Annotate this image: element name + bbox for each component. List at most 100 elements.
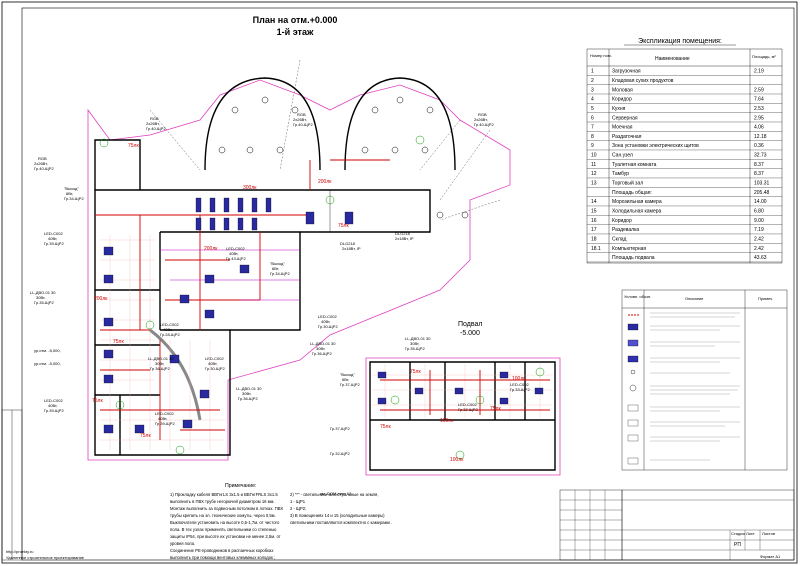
row-name: Кладовая сухих продуктов bbox=[612, 78, 674, 84]
explication-title: Экспликация помещения: bbox=[638, 38, 722, 45]
row-name: Склад bbox=[612, 237, 627, 243]
annotation: Гр.28-ЩР2 bbox=[160, 332, 180, 337]
annotation: 30Вт, bbox=[36, 295, 45, 300]
row-area: 2.53 bbox=[754, 106, 764, 112]
lamp bbox=[182, 419, 193, 429]
annotation: Гр.39-ЩР2 bbox=[155, 421, 175, 426]
annotation: см. DOM лист 13 bbox=[320, 491, 352, 496]
annotation: 30Вт, bbox=[242, 391, 251, 396]
row-num: 7 bbox=[591, 125, 594, 131]
row-num: 14 bbox=[591, 199, 597, 205]
annotation: RGB bbox=[38, 156, 47, 161]
lamp bbox=[103, 274, 114, 284]
building-contour bbox=[87, 79, 511, 461]
annotations: LED-C002 40Вт, Гр.39-ЩР2 LL-ДВО-01 30 30… bbox=[30, 112, 494, 426]
row-num: 10 bbox=[591, 153, 597, 159]
annotation: 2х18Вт, IP bbox=[395, 236, 414, 241]
main-walls bbox=[94, 189, 431, 456]
lamp bbox=[204, 274, 215, 284]
annotation: 40Вт, bbox=[48, 236, 57, 241]
annotation: 40Вт, bbox=[321, 319, 330, 324]
lamp bbox=[377, 397, 387, 405]
lamp bbox=[454, 387, 464, 395]
lamps bbox=[103, 197, 354, 434]
lux-label: 75лк bbox=[410, 369, 421, 375]
annotation: LED-C002 bbox=[44, 398, 63, 403]
floor-plan: 75лк 200лк 300лк 200лк 200лк 75лк 75лк 7… bbox=[30, 59, 511, 461]
lamp bbox=[204, 309, 215, 319]
notes-title: Примечание: bbox=[225, 483, 256, 489]
row-num: 18.1 bbox=[591, 246, 601, 252]
annotation: Гр.36-ЩР2 bbox=[150, 366, 170, 371]
annotation: LED-C002 bbox=[44, 231, 63, 236]
cable-routes bbox=[95, 159, 390, 440]
annotation: 40Вт, bbox=[208, 361, 217, 366]
plan-subtitle: 1-й этаж bbox=[277, 27, 314, 37]
row-area: 9.00 bbox=[754, 218, 764, 224]
annotation: Гр.33-ЩР2 bbox=[510, 387, 530, 392]
lamp bbox=[265, 197, 272, 213]
annotation: Гр.37-ЩР2 bbox=[340, 382, 360, 387]
annotation: RGB bbox=[150, 116, 159, 121]
annotation: 2х26Вт, bbox=[146, 121, 160, 126]
row-num: 6 bbox=[591, 115, 594, 121]
row-name: Торговый зал bbox=[612, 180, 643, 187]
annotation: LED-C002 bbox=[160, 322, 179, 327]
lux-label: 200лк bbox=[94, 296, 108, 302]
lux-label: 75лк bbox=[128, 143, 139, 149]
annotation: LED-C002 bbox=[458, 402, 477, 407]
row-num: 17 bbox=[591, 227, 597, 233]
row-name: Моечная bbox=[612, 125, 633, 131]
stamp-label: Лист bbox=[746, 531, 755, 536]
note-line: пола. В тех узлах применять светильники … bbox=[170, 527, 276, 532]
annotation: Гр.40-ЩР2 bbox=[474, 122, 494, 127]
legend-header: Описание bbox=[685, 296, 704, 301]
annotation: Гр.30-ЩР2 bbox=[318, 324, 338, 329]
lamp bbox=[499, 371, 509, 379]
note-line: трубы крепить на эл. технические хомуты,… bbox=[170, 513, 276, 518]
dome-fixtures bbox=[218, 96, 469, 219]
annotation: LL-ДВО-01 30 bbox=[405, 336, 431, 341]
row-num: 1 bbox=[591, 69, 594, 75]
row-num: 8 bbox=[591, 134, 594, 140]
annotation: "Выход" bbox=[270, 261, 285, 266]
row-name: Зона установки электрических щитов bbox=[612, 143, 699, 149]
note-line: Соединение РЕ-проводников в распаечных к… bbox=[170, 548, 274, 553]
note-line: 1 - ЩР1 bbox=[290, 499, 306, 504]
lux-label: 75лк bbox=[113, 339, 124, 345]
lux-label: 75лк bbox=[490, 406, 501, 412]
lamp bbox=[305, 211, 315, 225]
annotation: 40Вт, bbox=[229, 251, 238, 256]
stamp-format: Формат А1 bbox=[760, 554, 781, 559]
row-num: 3 bbox=[591, 87, 594, 93]
row-num: 9 bbox=[591, 143, 594, 149]
annotation: Гр.30-ЩР2 bbox=[205, 366, 225, 371]
annotation: 2х26Вт, bbox=[474, 117, 488, 122]
lamp bbox=[103, 374, 114, 384]
annotation: 6Вт, bbox=[66, 191, 73, 196]
lamp bbox=[534, 387, 544, 395]
lux-label: 75лк bbox=[380, 424, 391, 430]
annotation: DLG218 bbox=[395, 231, 411, 236]
lamp bbox=[237, 197, 244, 213]
stamp-label: Листов bbox=[762, 531, 775, 536]
col-header: Наименование bbox=[655, 56, 690, 62]
lux-label: 200лк bbox=[318, 179, 332, 185]
annotation: 6Вт, bbox=[272, 266, 279, 271]
row-num: 18 bbox=[591, 237, 597, 243]
row-area: 2.42 bbox=[754, 237, 764, 243]
note-line: выполнить при помощи вентовых клеммных к… bbox=[170, 555, 275, 560]
basement-cables bbox=[380, 370, 550, 415]
lamp bbox=[377, 371, 387, 379]
annotation: Гр.36-ЩР2 bbox=[312, 351, 332, 356]
row-num: 16 bbox=[591, 218, 597, 224]
lux-label: 200лк bbox=[204, 246, 218, 252]
annotation: 2х26Вт, bbox=[34, 161, 48, 166]
lamp bbox=[251, 197, 258, 213]
lamp bbox=[179, 294, 190, 304]
annotation: 40Вт, bbox=[158, 416, 167, 421]
row-name: Холодильная камера bbox=[612, 209, 662, 215]
lux-label: 100лк bbox=[512, 376, 526, 382]
annotation: 2х18Вт, IP bbox=[342, 246, 361, 251]
